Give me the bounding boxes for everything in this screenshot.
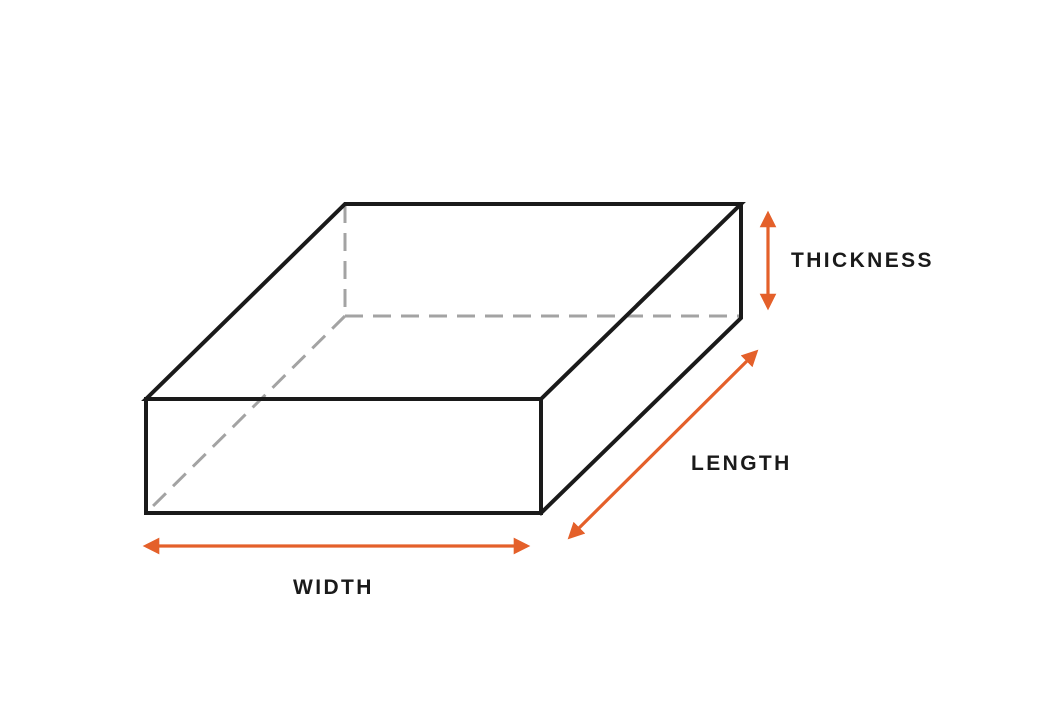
box-front-face: [144, 397, 543, 515]
box-top-face: [141, 202, 746, 401]
thickness-label: THICKNESS: [791, 249, 934, 272]
hidden-edge-diagonal: [147, 314, 347, 512]
visible-edges: [141, 202, 746, 516]
hidden-edges: [147, 205, 740, 512]
dimension-arrows: [142, 210, 777, 555]
width-label: WIDTH: [293, 576, 374, 599]
length-arrow: [567, 349, 759, 540]
length-label: LENGTH: [691, 452, 792, 475]
